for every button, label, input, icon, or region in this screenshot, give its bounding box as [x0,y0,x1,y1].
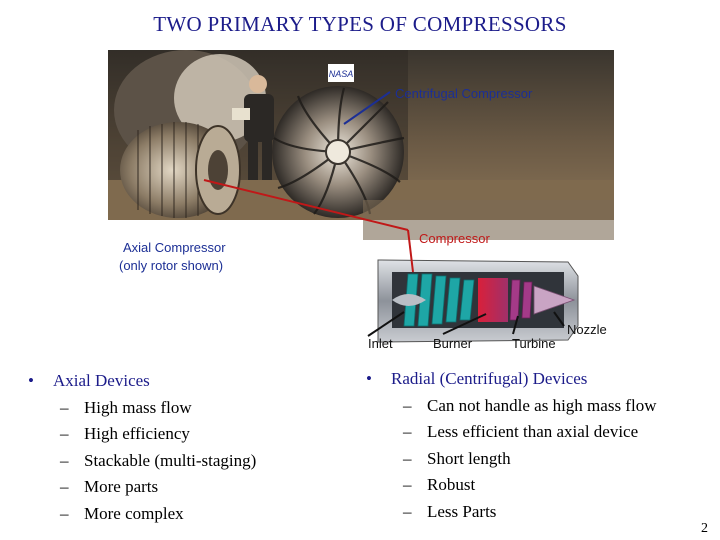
label-compressor: Compressor [419,231,490,246]
radial-devices-list: •Radial (Centrifugal) Devices –Can not h… [366,366,656,525]
page-number: 2 [701,521,708,536]
label-axial-compressor: Axial Compressor [123,240,226,255]
axial-rotor-image [120,122,241,218]
list-item: –Can not handle as high mass flow [403,395,657,415]
label-inlet: Inlet [368,336,393,351]
label-pointers [203,91,565,337]
compressor-illustration: NASA [108,50,614,358]
label-turbine: Turbine [512,336,556,351]
svg-text:NASA: NASA [329,69,354,79]
compressor-photo-figure: NASA [108,50,614,358]
list-item: –High mass flow [60,397,192,417]
radial-devices-heading: •Radial (Centrifugal) Devices [366,369,588,388]
label-centrifugal-compressor: Centrifugal Compressor [395,86,533,101]
jet-engine-cutaway [377,259,579,343]
axial-devices-list: •Axial Devices –High mass flow –High eff… [28,368,256,527]
engineer-figure [232,75,274,180]
list-item: –Less efficient than axial device [403,422,639,441]
list-item: –High efficiency [60,424,190,443]
label-nozzle: Nozzle [567,322,607,337]
list-item: –More complex [60,503,184,523]
slide-title: TWO PRIMARY TYPES OF COMPRESSORS [153,12,567,36]
list-item: –More parts [60,477,159,496]
list-item: –Robust [403,475,476,494]
axial-devices-heading: •Axial Devices [28,371,150,390]
centrifugal-impeller-image [272,86,405,218]
list-item: –Less Parts [403,501,497,521]
list-item: –Stackable (multi-staging) [60,450,257,470]
label-burner: Burner [433,336,473,351]
label-axial-rotor-note: (only rotor shown) [119,258,223,273]
nasa-logo: NASA [328,64,354,82]
list-item: –Short length [403,448,511,468]
